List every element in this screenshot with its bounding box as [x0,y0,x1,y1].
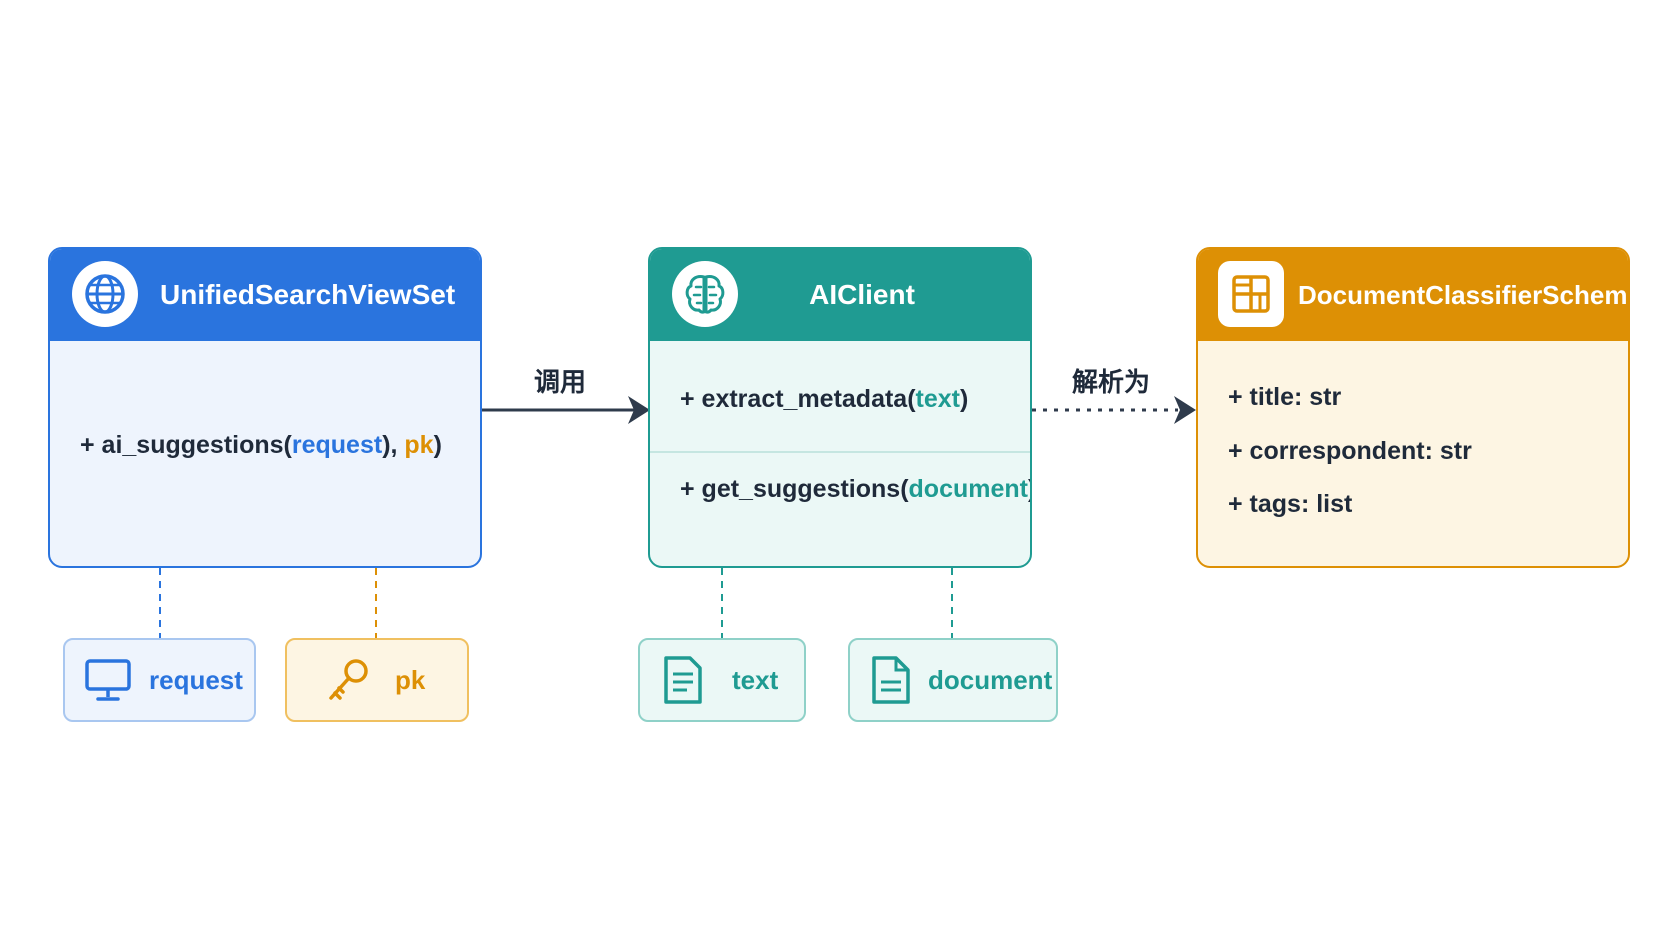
grid-icon [1218,261,1284,327]
class-header: DocumentClassifierSchema [1198,249,1628,341]
member-divider [650,451,1030,453]
method-extract-metadata: + extract_metadata(text) [680,385,968,414]
param-pk: pk [285,638,469,722]
param-request: request [63,638,256,722]
method-ai-suggestions: + ai_suggestions(request), pk) [80,431,442,460]
class-header: UnifiedSearchViewSet [50,249,480,341]
param-label: pk [395,664,426,695]
class-title: DocumentClassifierSchema [1298,280,1630,310]
class-title: UnifiedSearchViewSet [160,279,456,310]
member-prefix: + [80,431,102,459]
arrow-call-head [628,396,650,424]
document-icon [660,654,706,706]
key-icon [323,655,373,705]
arg-text: text [915,385,961,413]
arg-document: document [908,475,1028,503]
method-name: get_suggestions( [701,475,909,503]
monitor-icon [83,655,133,705]
method-name: ai_suggestions( [101,431,292,459]
class-box-document-classifier-schema: DocumentClassifierSchema + title: str + … [1196,247,1630,568]
globe-icon [72,261,138,327]
param-label: request [149,664,243,695]
close-paren: ) [1028,475,1030,503]
class-box-unified-search-viewset: UnifiedSearchViewSet + ai_suggestions(re… [48,247,482,568]
field-title: + title: str [1228,383,1342,411]
method-get-suggestions: + get_suggestions(document) [680,475,1030,504]
brain-icon [672,261,738,327]
edge-label-call: 调用 [534,367,587,397]
param-document: document [848,638,1058,722]
method-name: extract_metadata( [701,385,916,413]
arg-pk: pk [404,431,434,459]
arg-separator: ), [382,431,405,459]
class-title: AIClient [809,279,915,310]
member-prefix: + [680,475,702,503]
arrow-parse-head [1174,396,1196,424]
param-text: text [638,638,806,722]
field-tags: + tags: list [1228,490,1353,518]
close-paren: ) [433,431,442,459]
param-label: document [928,664,1053,695]
edge-label-parse: 解析为 [1072,367,1151,397]
class-box-ai-client: AIClient + extract_metadata(text) + get_… [648,247,1032,568]
field-correspondent: + correspondent: str [1228,437,1472,465]
member-prefix: + [680,385,702,413]
param-label: text [732,664,779,695]
file-icon [868,654,914,706]
class-header: AIClient [650,249,1030,341]
arg-request: request [291,431,383,459]
close-paren: ) [960,385,969,413]
